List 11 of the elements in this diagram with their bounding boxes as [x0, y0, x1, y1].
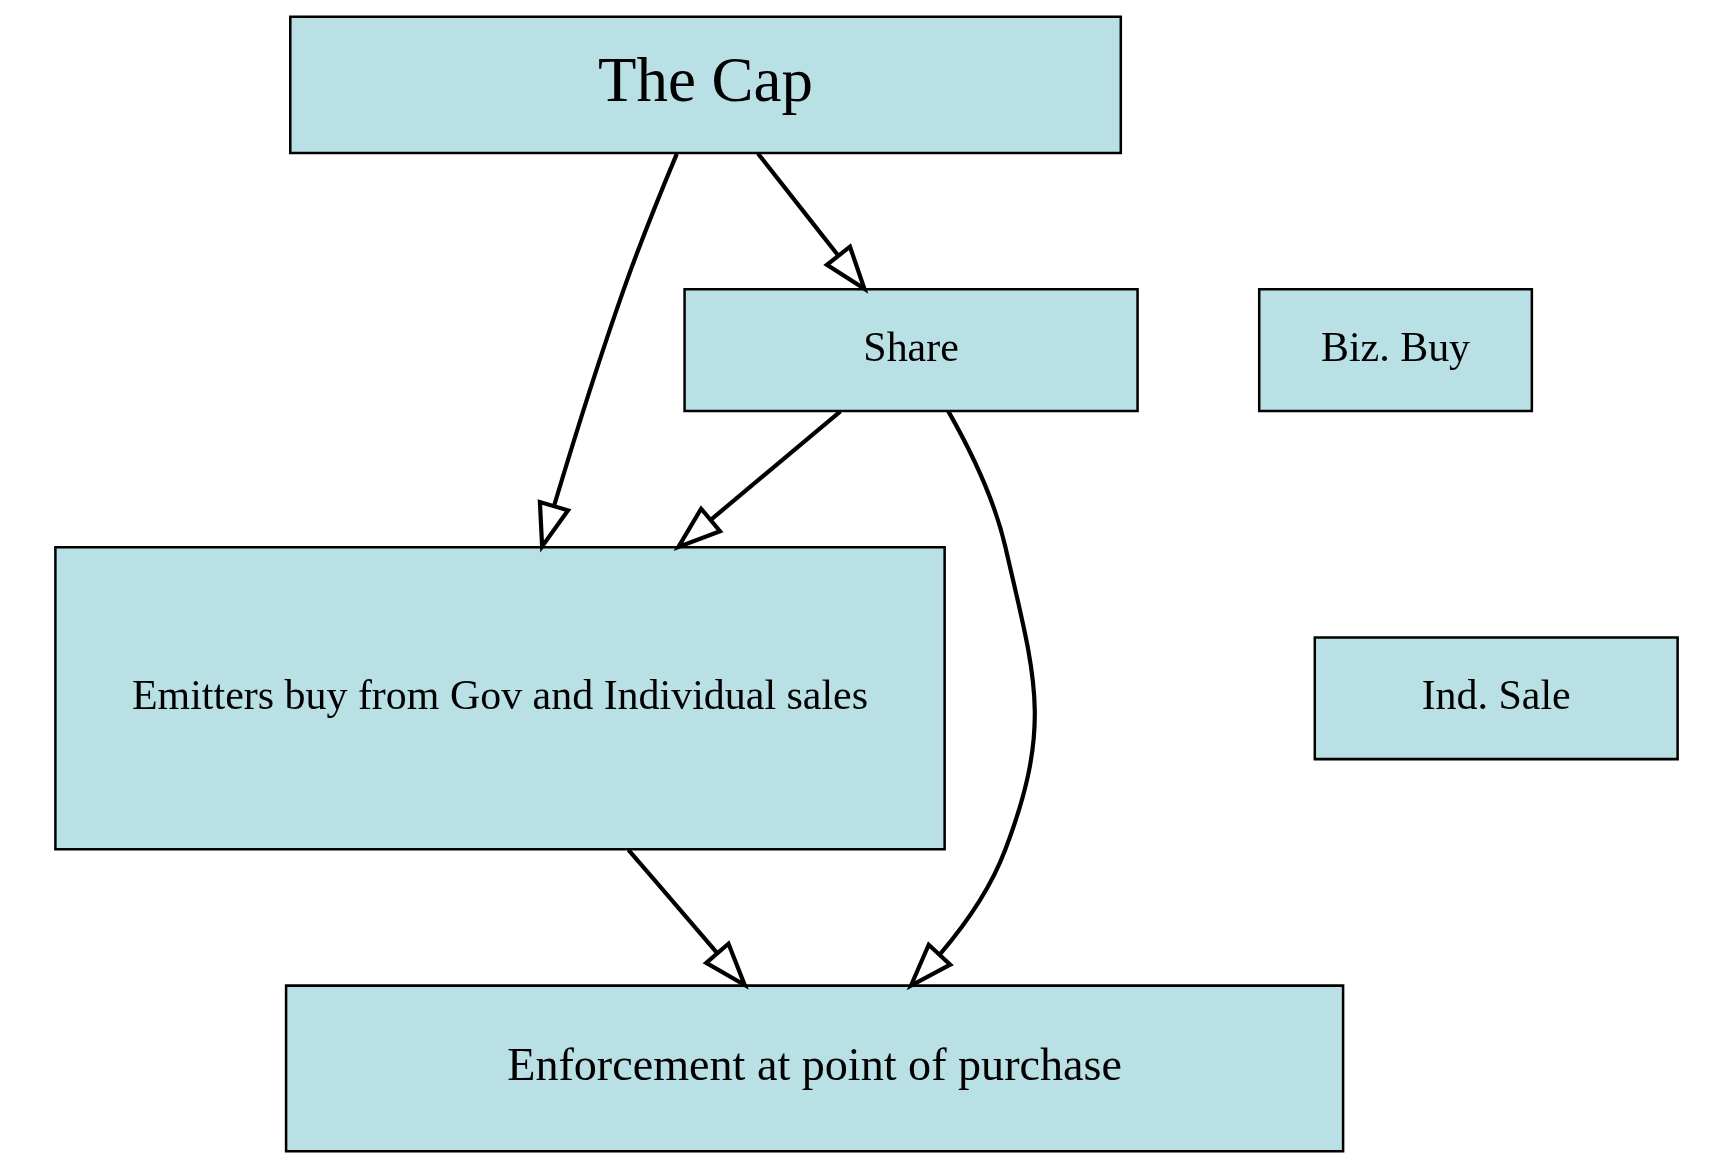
node-box: Enforcement at point of purchase [284, 984, 1345, 1153]
node-box: The Cap [289, 15, 1123, 155]
node-box: Emitters buy from Gov and Individual sales [54, 546, 946, 851]
node-box: Share [683, 288, 1139, 413]
node-box: Biz. Buy [1257, 288, 1534, 413]
arrow [673, 409, 842, 551]
arrow [537, 153, 679, 553]
node-box: Ind. Sale [1313, 636, 1679, 761]
arrow [626, 848, 749, 990]
arrow [756, 152, 869, 294]
arrow [906, 410, 1037, 991]
